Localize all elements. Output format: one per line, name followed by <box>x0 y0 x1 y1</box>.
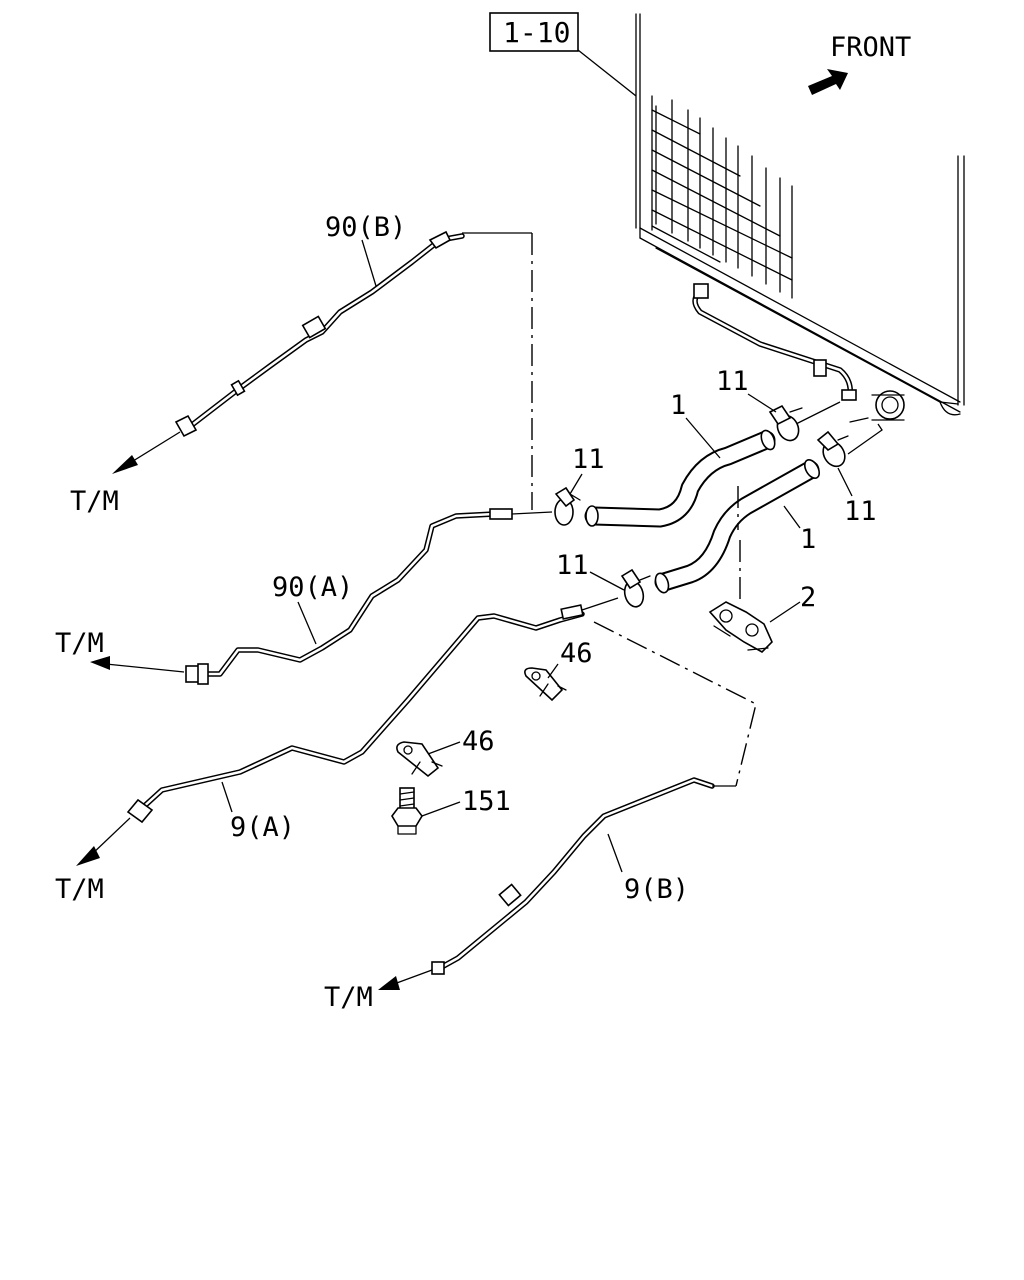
callout-clip-upper: 46 <box>560 638 593 669</box>
callout-clip-lower: 46 <box>462 726 495 757</box>
radiator-outlet-port <box>871 390 905 421</box>
pipe-9a[interactable] <box>126 597 619 824</box>
hose-clamp-b[interactable] <box>768 404 803 444</box>
tm-arrow-9a-icon <box>76 846 100 866</box>
hose-lower[interactable] <box>653 457 822 594</box>
reference-callout[interactable]: 1-10 <box>489 12 637 97</box>
tm-arrow-90a-icon <box>90 656 110 670</box>
pipe-90b-clip-icon <box>301 315 327 339</box>
clip-lower[interactable] <box>396 741 443 778</box>
radiator-core-grid <box>651 99 793 299</box>
pipe-9b-clip-icon <box>498 883 522 907</box>
tm-label-90b: T/M <box>70 486 119 517</box>
hose-bracket[interactable] <box>708 601 773 653</box>
tm-arrow-9b-icon <box>378 976 400 990</box>
clip-upper[interactable] <box>524 667 567 702</box>
front-label: FRONT <box>830 32 911 63</box>
hose-upper[interactable] <box>584 428 777 528</box>
radiator <box>635 13 965 423</box>
callout-hose-lower: 1 <box>800 524 816 555</box>
tm-label-9b: T/M <box>324 982 373 1013</box>
reference-box-label: 1-10 <box>503 16 570 49</box>
callout-bracket: 2 <box>800 582 816 613</box>
callout-bolt: 151 <box>462 786 511 817</box>
tm-label-9a: T/M <box>55 874 104 905</box>
bolt[interactable] <box>391 787 423 835</box>
callout-clamp-b: 11 <box>716 366 749 397</box>
hose-clamp-a[interactable] <box>554 486 581 526</box>
callout-9a: 9(A) <box>230 812 295 843</box>
hose-clamp-d[interactable] <box>620 568 651 609</box>
tm-arrow-90b-icon <box>112 455 138 474</box>
callout-clamp-a: 11 <box>572 444 605 475</box>
callout-hose-upper: 1 <box>670 390 686 421</box>
pipe-90b[interactable] <box>174 230 533 510</box>
callout-90a: 90(A) <box>272 572 353 603</box>
tm-label-90a: T/M <box>55 628 104 659</box>
front-direction-indicator: FRONT <box>808 32 911 95</box>
callout-9b: 9(B) <box>624 874 689 905</box>
callout-clamp-d: 11 <box>556 550 589 581</box>
callout-clamp-c: 11 <box>844 496 877 527</box>
pipe-90a[interactable] <box>185 508 553 685</box>
hose-clamp-c[interactable] <box>816 430 849 470</box>
front-arrow-icon <box>808 69 848 95</box>
pipe-9b[interactable] <box>431 621 757 975</box>
callout-90b: 90(B) <box>325 212 406 243</box>
